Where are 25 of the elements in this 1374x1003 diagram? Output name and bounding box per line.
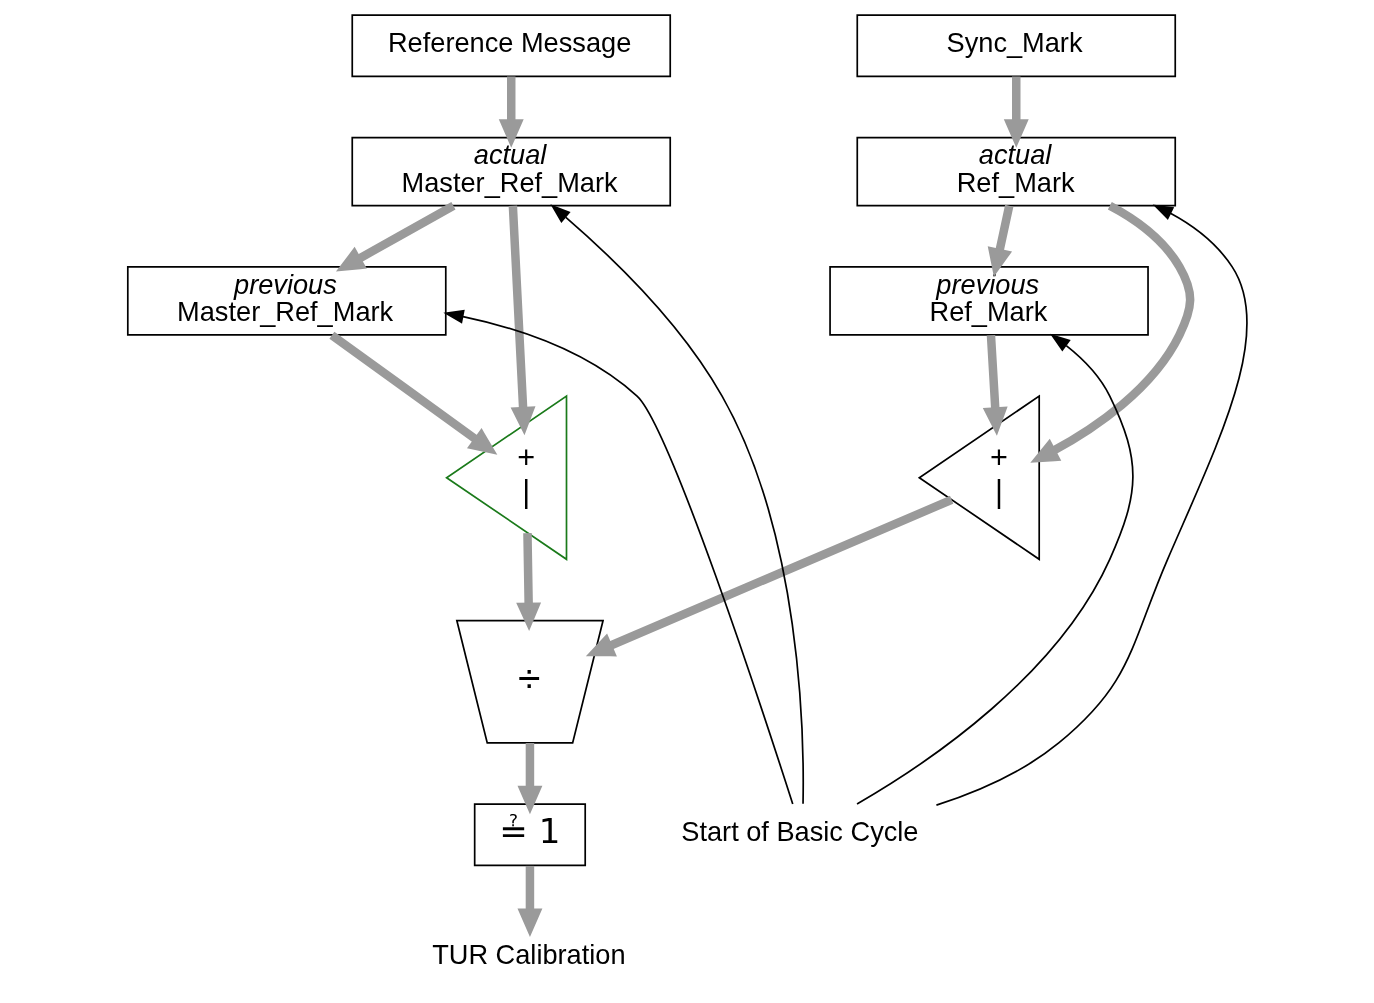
node-box: Sync_Mark bbox=[855, 14, 1176, 78]
arrow bbox=[515, 533, 541, 632]
node-box: ≟ 1 bbox=[473, 803, 586, 867]
arrow bbox=[498, 76, 524, 148]
arrow bbox=[328, 331, 497, 455]
arrow bbox=[508, 205, 535, 436]
arrow bbox=[549, 204, 804, 805]
arrow bbox=[1003, 76, 1029, 148]
node-box: previous Master_Ref_Mark bbox=[126, 266, 447, 336]
arrow bbox=[982, 334, 1008, 436]
arrow bbox=[335, 202, 455, 272]
arrow bbox=[855, 333, 1134, 805]
node-box: actual Master_Ref_Mark bbox=[350, 136, 671, 207]
arrow bbox=[987, 204, 1013, 277]
arrow bbox=[517, 743, 542, 815]
node-box: actual Ref_Mark bbox=[855, 136, 1176, 207]
arrow bbox=[517, 865, 542, 938]
arrow bbox=[585, 495, 953, 657]
node-box: Reference Message bbox=[350, 14, 671, 78]
arrow bbox=[442, 309, 794, 805]
arrow bbox=[1029, 201, 1194, 463]
node-text: TUR Calibration bbox=[431, 938, 626, 970]
node-text: Start of Basic Cycle bbox=[680, 816, 918, 848]
node-box: previous Ref_Mark bbox=[828, 266, 1149, 336]
arrow bbox=[935, 204, 1248, 806]
